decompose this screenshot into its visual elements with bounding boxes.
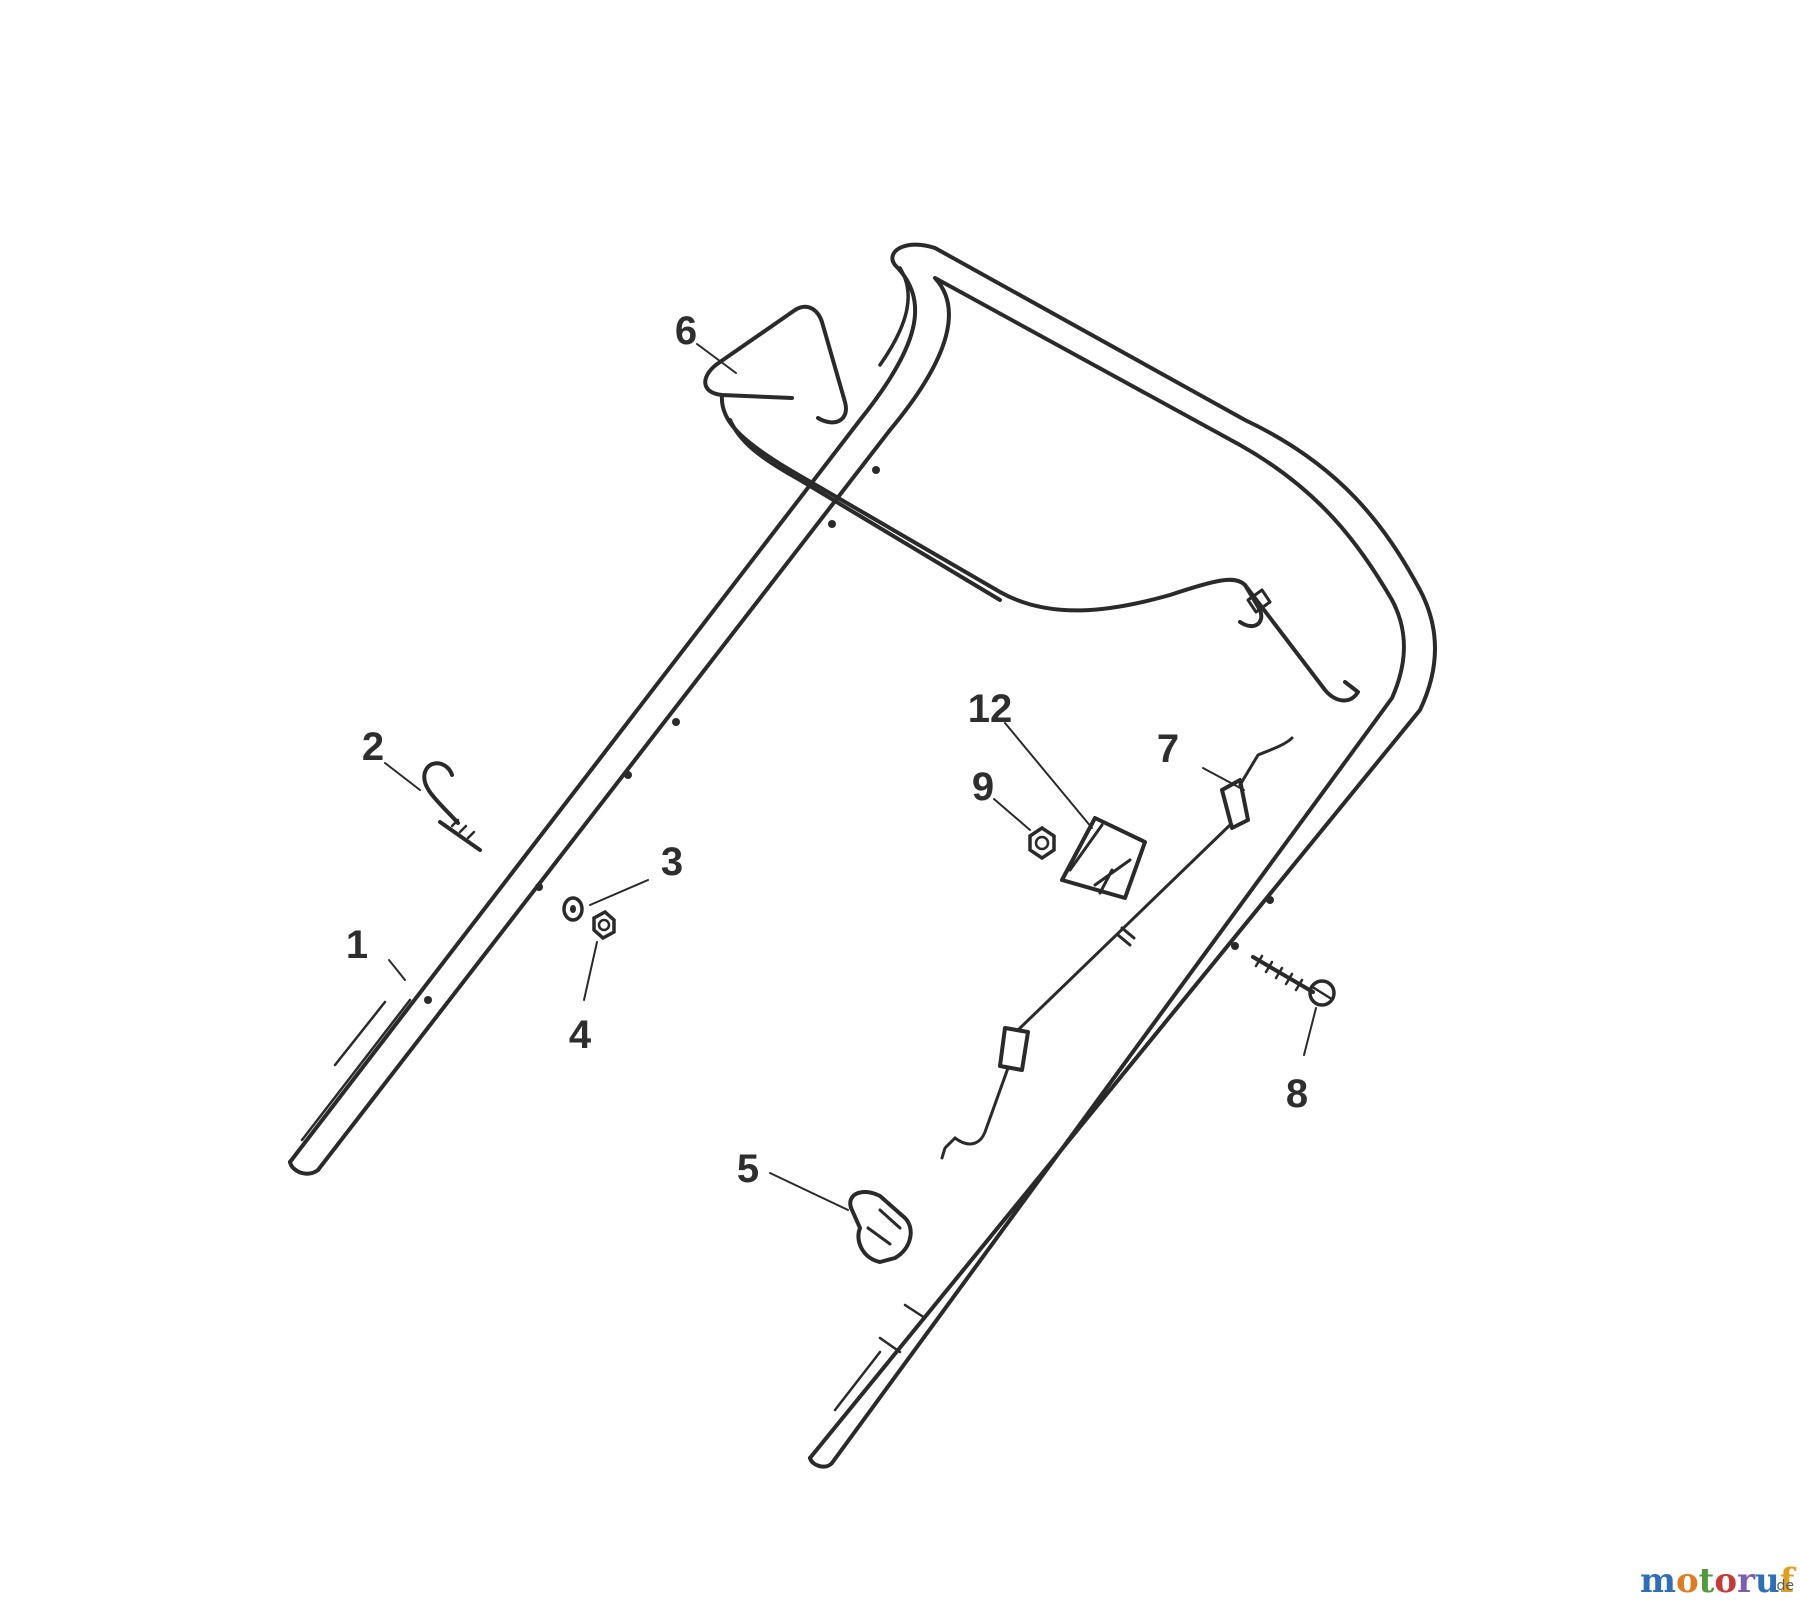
leader-7 bbox=[1202, 767, 1245, 791]
callout-12: 12 bbox=[968, 687, 1013, 731]
callout-7: 7 bbox=[1157, 727, 1179, 771]
callout-3: 3 bbox=[661, 840, 683, 884]
tube-hole bbox=[1266, 896, 1274, 904]
callouts: 1 2 3 4 5 6 7 8 9 12 bbox=[346, 309, 1308, 1191]
leader-lines bbox=[384, 343, 1317, 1211]
leader-2 bbox=[384, 762, 421, 791]
callout-2: 2 bbox=[362, 725, 384, 769]
control-cable bbox=[940, 736, 1294, 1160]
callout-9: 9 bbox=[972, 765, 994, 809]
tube-hole bbox=[535, 883, 543, 891]
handle-frame bbox=[288, 242, 1437, 1469]
leader-5 bbox=[769, 1172, 849, 1211]
leader-3 bbox=[589, 879, 649, 906]
leader-9 bbox=[993, 798, 1031, 831]
tube-hole bbox=[624, 771, 632, 779]
leader-8 bbox=[1303, 1007, 1317, 1056]
small-nut bbox=[1028, 825, 1056, 861]
watermark-logo: motoruf bbox=[1640, 1561, 1797, 1601]
tube-hole bbox=[672, 718, 680, 726]
cable-clamp bbox=[848, 1190, 913, 1264]
watermark-letter: o bbox=[1714, 1561, 1737, 1601]
leader-1 bbox=[388, 959, 406, 981]
tube-hole bbox=[828, 520, 836, 528]
watermark-tld: .de bbox=[1772, 1578, 1794, 1594]
callout-4: 4 bbox=[569, 1013, 592, 1057]
callout-6: 6 bbox=[675, 309, 697, 353]
watermark-letter: r bbox=[1737, 1561, 1756, 1601]
control-bail bbox=[703, 304, 1360, 703]
watermark-letter: u bbox=[1755, 1561, 1780, 1601]
motoruf-watermark: motoruf .de bbox=[1640, 1561, 1797, 1601]
watermark-letter: f bbox=[1780, 1561, 1797, 1601]
washer bbox=[562, 896, 584, 922]
hook-bolt bbox=[422, 761, 482, 852]
leader-6 bbox=[696, 343, 737, 374]
tube-hole bbox=[1231, 942, 1239, 950]
callout-5: 5 bbox=[737, 1147, 759, 1191]
watermark-letter: o bbox=[1676, 1561, 1699, 1601]
cable-clip-block bbox=[1060, 816, 1147, 900]
tube-hole bbox=[872, 466, 880, 474]
screw bbox=[1251, 954, 1336, 1007]
watermark-letter: t bbox=[1699, 1561, 1715, 1601]
callout-1: 1 bbox=[346, 923, 368, 967]
tube-hole bbox=[424, 996, 432, 1004]
nut bbox=[592, 909, 616, 941]
leader-4 bbox=[583, 941, 598, 1001]
callout-8: 8 bbox=[1286, 1072, 1308, 1116]
watermark-letter: m bbox=[1640, 1561, 1676, 1601]
leader-12 bbox=[1004, 722, 1093, 829]
